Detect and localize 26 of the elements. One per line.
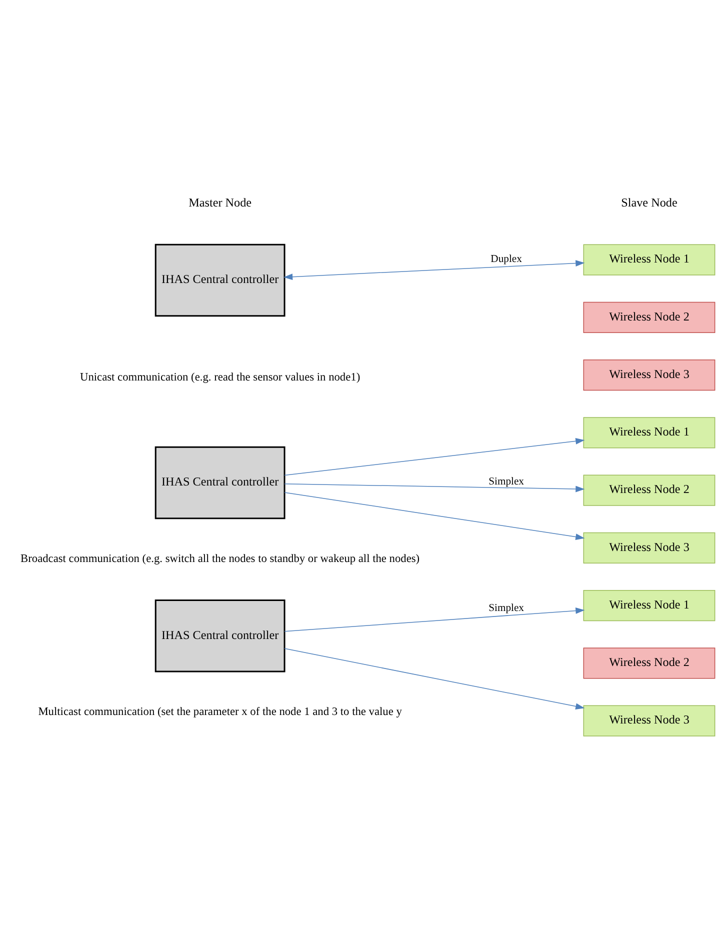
arrow (284, 608, 585, 632)
node-box: Wireless Node 2 (583, 302, 716, 333)
arrow (284, 438, 585, 476)
label: Broadcast communication (e.g. switch all the nodes to standby or wakeup all the nodes) (20, 552, 420, 565)
node-box: IHAS Central controller (154, 244, 286, 317)
edge-label: Simplex (488, 603, 524, 614)
arrow (283, 260, 585, 280)
arrow (284, 648, 585, 710)
edge-label: Duplex (490, 254, 522, 266)
label: Master Node (188, 196, 252, 210)
node-box: Wireless Node 1 (583, 417, 716, 448)
arrow (284, 492, 585, 540)
node-box: Wireless Node 3 (583, 705, 716, 736)
arrow (284, 483, 585, 492)
node-box: Wireless Node 1 (583, 244, 716, 276)
node-box: Wireless Node 3 (583, 532, 716, 564)
node-box: IHAS Central controller (154, 446, 286, 520)
edge-label: Simplex (488, 476, 524, 488)
label: Multicast communication (set the parameter x of the node 1 and 3 to the value y (38, 706, 402, 718)
label: Unicast communication (e.g. read the sensor values in node1) (80, 372, 360, 384)
label: Slave Node (621, 196, 678, 210)
node-box: Wireless Node 2 (583, 648, 716, 679)
node-box: Wireless Node 3 (583, 360, 716, 391)
node-box: Wireless Node 1 (583, 590, 716, 622)
node-box: IHAS Central controller (154, 599, 286, 672)
node-box: Wireless Node 2 (583, 474, 716, 506)
